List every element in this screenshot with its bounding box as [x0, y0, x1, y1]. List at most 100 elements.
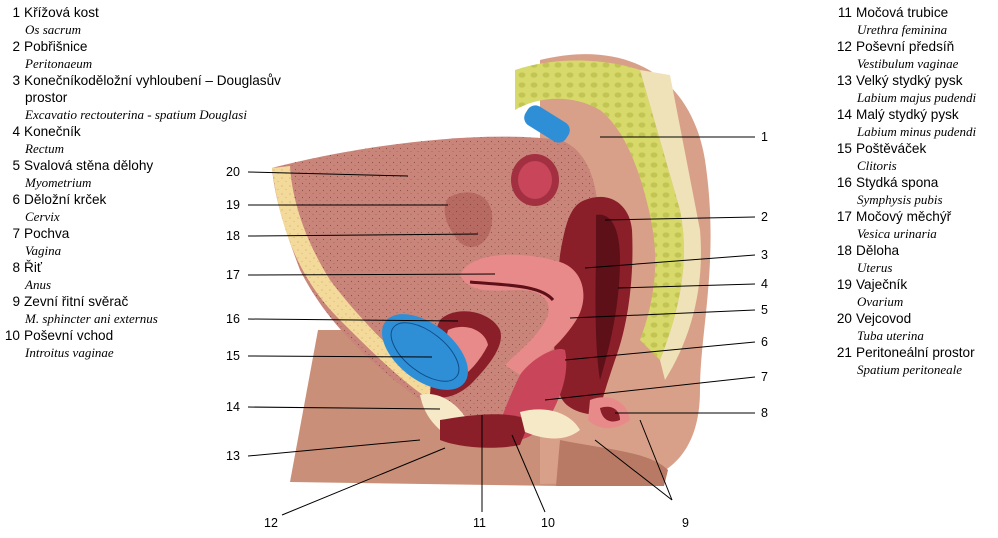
legend-number: 21: [836, 345, 852, 360]
callout-3: 3: [761, 248, 768, 262]
latin-term: Spatium peritoneale: [857, 362, 963, 377]
callout-7: 7: [761, 370, 768, 384]
legend-number: 2: [12, 39, 20, 54]
legend-entry-5: 5 Svalová stěna dělohy Myometrium: [4, 157, 304, 191]
latin-term: Os sacrum: [25, 22, 81, 37]
czech-term: Zevní řitní svěrač: [24, 294, 129, 309]
callout-1: 1: [761, 130, 768, 144]
legend-number: 13: [836, 73, 852, 88]
callout-4: 4: [761, 277, 768, 291]
callout-20: 20: [226, 165, 240, 179]
legend-number: 8: [12, 260, 20, 275]
legend-left: 1 Křížová kost Os sacrum 2 Pobřišnice Peri…: [4, 4, 304, 361]
legend-entry-8: 8 Řiť Anus: [4, 259, 304, 293]
latin-term: Tuba uterina: [857, 328, 924, 343]
czech-term: Vejcovod: [856, 311, 912, 326]
latin-term: Symphysis pubis: [857, 192, 943, 207]
latin-term: Vagina: [25, 243, 62, 258]
legend-number: 6: [12, 192, 20, 207]
legend-number: 16: [836, 175, 852, 190]
latin-term: Clitoris: [857, 158, 897, 173]
callout-17: 17: [226, 268, 240, 282]
legend-number: 17: [836, 209, 852, 224]
latin-term: Introitus vaginae: [25, 345, 114, 360]
czech-term: Velký stydký pysk: [856, 73, 963, 88]
legend-number: 15: [836, 141, 852, 156]
legend-entry-7: 7 Pochva Vagina: [4, 225, 304, 259]
callout-8: 8: [761, 406, 768, 420]
callout-14: 14: [226, 400, 240, 414]
latin-term: Uterus: [857, 260, 893, 275]
czech-term: Pochva: [24, 226, 70, 241]
legend-number: 18: [836, 243, 852, 258]
czech-term: Poštěváček: [856, 141, 927, 156]
callout-19: 19: [226, 198, 240, 212]
legend-entry-20: 20 Vejcovod Tuba uterina: [834, 310, 994, 344]
legend-entry-13: 13 Velký stydký pysk Labium majus pudendi: [834, 72, 994, 106]
czech-term: Děloha: [856, 243, 900, 258]
latin-term: M. sphincter ani externus: [25, 311, 158, 326]
legend-entry-12: 12 Poševní předsíň Vestibulum vaginae: [834, 38, 994, 72]
legend-number: 5: [12, 158, 20, 173]
legend-entry-19: 19 Vaječník Ovarium: [834, 276, 994, 310]
latin-term: Vestibulum vaginae: [857, 56, 959, 71]
anal-region: [520, 409, 580, 439]
legend-entry-1: 1 Křížová kost Os sacrum: [4, 4, 304, 38]
czech-term: Poševní vchod: [24, 328, 114, 343]
perineum-red: [440, 414, 530, 448]
latin-term: Cervix: [25, 209, 60, 224]
callout-18: 18: [226, 229, 240, 243]
legend-entry-15: 15 Poštěváček Clitoris: [834, 140, 994, 174]
legend-entry-11: 11 Močová trubice Urethra feminina: [834, 4, 994, 38]
latin-term: Labium majus pudendi: [857, 90, 977, 105]
latin-term: Myometrium: [25, 175, 92, 190]
callout-2: 2: [761, 210, 768, 224]
callout-5: 5: [761, 303, 768, 317]
latin-term: Urethra feminina: [857, 22, 948, 37]
latin-term: Labium minus pudendi: [857, 124, 977, 139]
legend-number: 11: [837, 5, 852, 20]
latin-term: Vesica urinaria: [857, 226, 937, 241]
legend-entry-6: 6 Děložní krček Cervix: [4, 191, 304, 225]
callout-13: 13: [226, 449, 240, 463]
callout-15: 15: [226, 349, 240, 363]
legend-entry-18: 18 Děloha Uterus: [834, 242, 994, 276]
symphysis-pubis: [381, 314, 469, 390]
legend-number: 7: [12, 226, 20, 241]
callout-6: 6: [761, 335, 768, 349]
callout-11: 11: [473, 516, 486, 530]
legend-number: 1: [12, 5, 20, 20]
legend-right: 11 Močová trubice Urethra feminina 12 Poše…: [834, 4, 994, 378]
sacral-canal: [524, 105, 570, 143]
czech-term: Křížová kost: [24, 5, 99, 20]
legend-entry-17: 17 Močový měchýř Vesica urinaria: [834, 208, 994, 242]
czech-term: Svalová stěna dělohy: [24, 158, 154, 173]
czech-term: Močový měchýř: [856, 209, 952, 224]
legend-number: 19: [836, 277, 852, 292]
legend-number: 12: [836, 39, 852, 54]
legend-number: 9: [12, 294, 20, 309]
czech-term: Močová trubice: [856, 5, 949, 20]
latin-term: Anus: [25, 277, 51, 292]
latin-term: Ovarium: [857, 294, 904, 309]
czech-term: Konečníkoděložní vyhloubení – Douglasův: [24, 73, 281, 88]
latin-term: Peritonaeum: [25, 56, 93, 71]
czech-term-continued: prostor: [25, 90, 68, 105]
legend-entry-10: 10 Poševní vchod Introitus vaginae: [4, 327, 304, 361]
legend-entry-2: 2 Pobřišnice Peritonaeum: [4, 38, 304, 72]
legend-number: 20: [836, 311, 852, 326]
czech-term: Poševní předsíň: [856, 39, 955, 54]
callout-9: 9: [682, 516, 689, 530]
callout-12: 12: [264, 516, 278, 530]
czech-term: Vaječník: [856, 277, 908, 292]
callout-16: 16: [226, 312, 240, 326]
czech-term: Děložní krček: [24, 192, 107, 207]
czech-term: Řiť: [24, 260, 42, 275]
legend-number: 10: [4, 328, 20, 343]
czech-term: Pobřišnice: [24, 39, 88, 54]
